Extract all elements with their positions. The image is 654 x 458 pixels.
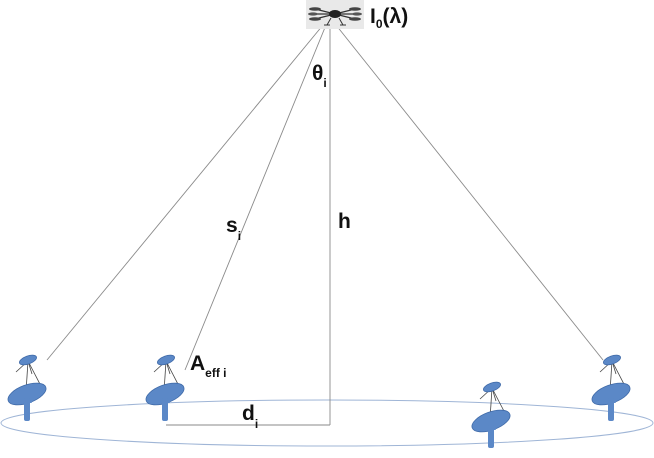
line-si	[184, 24, 327, 371]
satellite-dish-icon	[468, 379, 514, 449]
horizontal-distance-label: di	[242, 402, 258, 431]
drone-source	[306, 0, 364, 29]
geometry-lines	[46, 24, 604, 426]
line-to-right-receiver	[335, 24, 604, 361]
effective-area-label: Aeff i	[190, 352, 227, 380]
slant-distance-label: si	[226, 214, 241, 243]
source-intensity-label: I0(λ)	[370, 5, 408, 31]
height-label: h	[338, 210, 351, 233]
satellite-dish-icon	[588, 352, 634, 422]
drone-icon	[308, 7, 362, 26]
line-to-left-receiver	[46, 24, 324, 361]
receiver-ring	[0, 399, 654, 447]
receiver-dishes	[4, 352, 634, 449]
theta-label: θi	[312, 62, 327, 90]
satellite-dish-icon	[142, 352, 188, 422]
satellite-dish-icon	[4, 352, 50, 422]
